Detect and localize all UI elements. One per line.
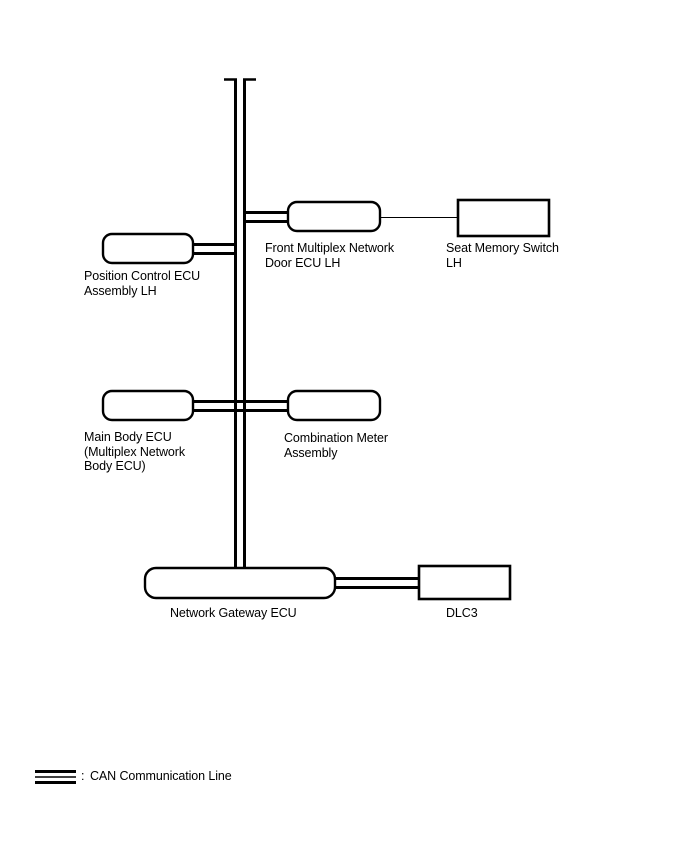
node-boxes	[101, 198, 551, 601]
box-seat-memory-switch-lh[interactable]	[456, 198, 551, 238]
can-bus-inner-gaps	[192, 81, 420, 585]
box-network-gateway-ecu[interactable]	[143, 566, 337, 600]
label-network-gateway-ecu: Network Gateway ECU	[170, 606, 297, 620]
legend-text: CAN Communication Line	[90, 769, 232, 783]
can-bus-lines	[192, 78, 420, 589]
box-combination-meter-assembly[interactable]	[286, 389, 382, 422]
label-main-body-ecu: Main Body ECU (Multiplex Network Body EC…	[84, 430, 186, 473]
box-dlc3[interactable]	[417, 564, 512, 601]
label-dlc3: DLC3	[446, 606, 478, 620]
label-seat-memory-switch-lh: Seat Memory Switch LH	[446, 241, 559, 270]
legend-separator: :	[81, 769, 85, 783]
box-position-control-ecu-lh[interactable]	[101, 232, 195, 265]
can-communication-line-symbol	[35, 770, 76, 784]
label-combination-meter-assembly: Combination Meter Assembly	[284, 431, 388, 460]
box-front-multiplex-network-door-ecu-lh[interactable]	[286, 200, 382, 233]
box-main-body-ecu[interactable]	[101, 389, 195, 422]
label-position-control-ecu-lh: Position Control ECU Assembly LH	[84, 269, 201, 298]
label-front-multiplex-network-door-ecu-lh: Front Multiplex Network Door ECU LH	[265, 241, 394, 270]
